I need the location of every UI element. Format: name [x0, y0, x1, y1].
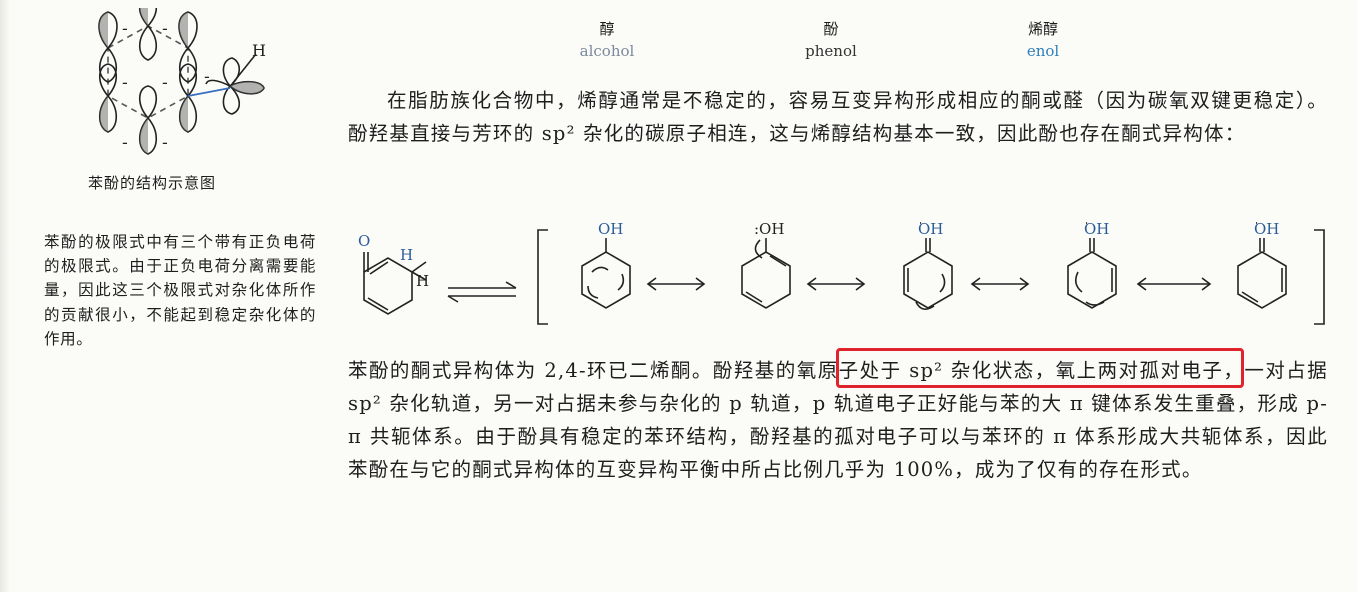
figure-caption: 苯酚的结构示意图: [88, 174, 217, 192]
page-edge: [0, 0, 10, 592]
phenol-structure-figure: - - - - - - - H: [98, 8, 266, 155]
tautomer-resonance-scheme: O H H OH :OH OH OH OH + + +: [358, 222, 1325, 325]
svg-text:-: -: [122, 73, 128, 92]
term-phenol-cn: 酚: [823, 20, 839, 38]
highlight-box: [836, 348, 1244, 388]
paragraph-enol-tautomer: 在脂肪族化合物中，烯醇通常是不稳定的，容易互变异构形成相应的酮或醛（因为碳氧双键…: [348, 89, 1328, 145]
plus-charge-2: +: [1082, 222, 1091, 227]
term-alcohol-cn: 醇: [599, 20, 615, 38]
term-enol-cn: 烯醇: [1027, 20, 1058, 38]
oxonium-oh-2: OH: [1084, 222, 1109, 238]
paragraph-phenol-stability: 苯酚的酮式异构体为 2,4-环已二烯酮。酚羟基的氧原子处于 sp² 杂化状态，氧…: [348, 354, 1328, 486]
svg-text:-: -: [122, 19, 128, 38]
svg-text:-: -: [204, 67, 210, 86]
oxonium-oh-3: OH: [1254, 222, 1279, 238]
phenol-oh-label: OH: [598, 222, 623, 238]
para2-before: 苯酚的酮式异构体为 2,4-环已二烯酮。: [348, 359, 713, 382]
term-phenol-en: phenol: [805, 42, 857, 60]
term-alcohol: 醇 alcohol: [572, 18, 642, 62]
fig-h-label: H: [252, 41, 266, 60]
lone-pair-oh-label: :OH: [754, 222, 784, 238]
svg-text:-: -: [162, 133, 168, 152]
oxonium-oh-1: OH: [918, 222, 943, 238]
highlighted-phrase: 酚羟基的氧原子处于 sp² 杂化状态: [712, 359, 1035, 382]
svg-text:-: -: [122, 133, 128, 152]
plus-charge-3: +: [1252, 222, 1261, 227]
term-phenol: 酚 phenol: [796, 18, 866, 62]
plus-charge-1: +: [916, 222, 925, 227]
ketone-h1-label: H: [400, 246, 413, 264]
ketone-o-label: O: [358, 232, 370, 250]
term-enol: 烯醇 enol: [1008, 18, 1078, 62]
svg-text:-: -: [162, 73, 168, 92]
para2-after: ，氧上两对孤对电子，一对占据 sp² 杂化轨道，另一对占据未参与杂化的 p 轨道…: [348, 359, 1328, 481]
term-alcohol-en: alcohol: [579, 42, 635, 60]
term-enol-en: enol: [1026, 42, 1060, 60]
svg-text:-: -: [162, 19, 168, 38]
side-note: 苯酚的极限式中有三个带有正负电荷的极限式。由于正负电荷分离需要能量，因此这三个极…: [44, 233, 316, 348]
ketone-h2-label: H: [416, 272, 429, 290]
